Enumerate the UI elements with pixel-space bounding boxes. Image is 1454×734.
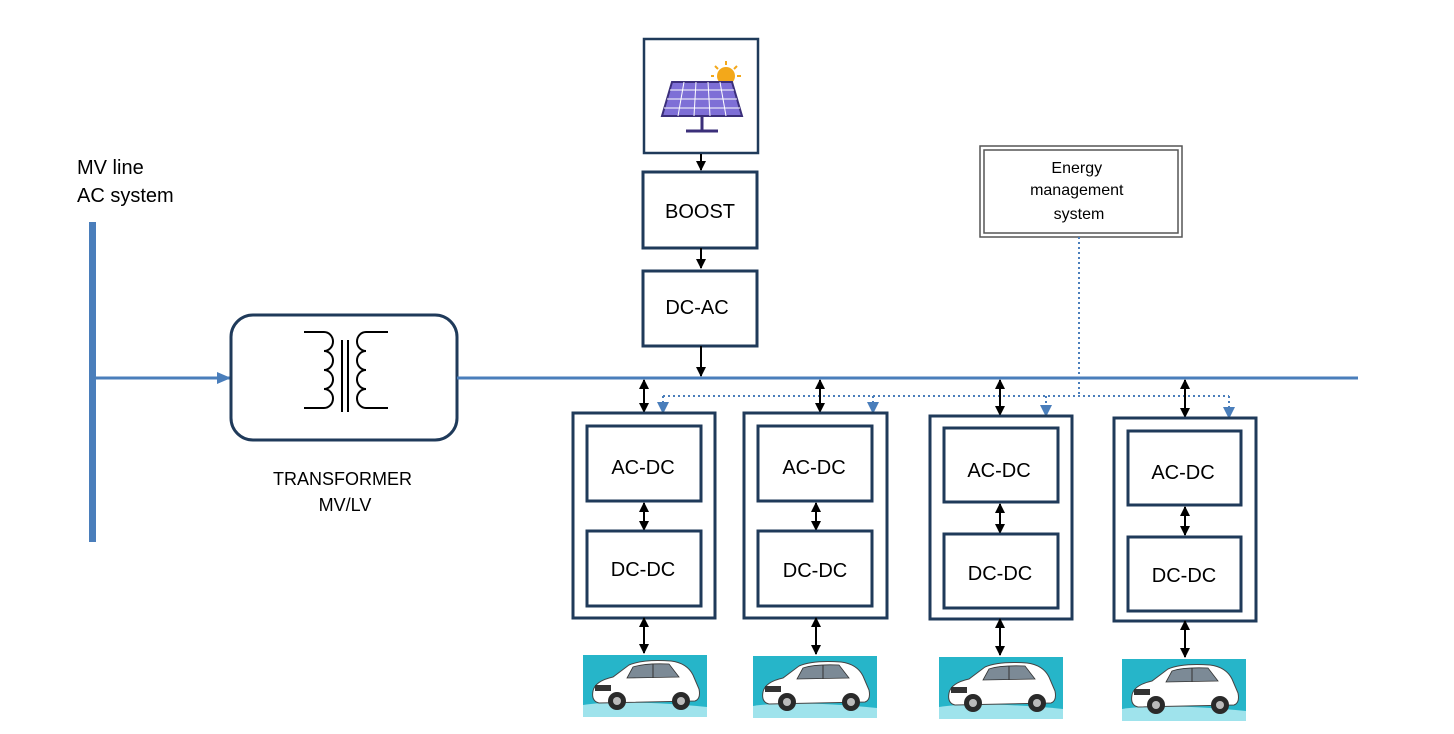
charger-unit-3: AC-DC DC-DC: [928, 379, 1074, 720]
electric-car-icon: [1121, 658, 1247, 722]
charger-unit-4: AC-DC DC-DC: [1112, 379, 1258, 722]
ems-control-signals: [657, 237, 1235, 419]
electric-car-icon: [752, 655, 878, 719]
boost-converter-box: BOOST: [641, 170, 759, 250]
acdc-stage-label: AC-DC: [967, 460, 1030, 482]
acdc-stage-label: AC-DC: [611, 457, 674, 479]
electric-car-icon: [938, 656, 1064, 720]
acdc-stage-label: AC-DC: [782, 457, 845, 479]
pv-inverter-label: DC-AC: [665, 297, 728, 319]
dcdc-stage-label: DC-DC: [783, 560, 847, 582]
ems-label: Energy management system: [1030, 160, 1128, 223]
acdc-stage-label: AC-DC: [1151, 462, 1214, 484]
mv-bus-bar: [89, 222, 96, 542]
energy-management-system-box: Energy management system: [979, 145, 1183, 238]
sun-icon: [711, 61, 741, 85]
transformer-box: [229, 313, 459, 442]
boost-label: BOOST: [665, 201, 735, 223]
dcdc-stage-label: DC-DC: [611, 559, 675, 581]
electric-car-icon: [582, 654, 708, 718]
pv-array-box: [642, 37, 760, 155]
transformer-label: TRANSFORMER MV/LV: [273, 469, 417, 515]
transformer-symbol-icon: [304, 331, 388, 412]
charger-unit-2: AC-DC DC-DC: [742, 379, 889, 719]
charger-unit-1: AC-DC DC-DC: [571, 379, 717, 718]
solar-panel-icon: [660, 61, 744, 133]
dcdc-stage-label: DC-DC: [968, 563, 1032, 585]
mv-line-label: MV line AC system: [77, 157, 174, 207]
pv-inverter-box: DC-AC: [641, 269, 759, 348]
dcdc-stage-label: DC-DC: [1152, 565, 1216, 587]
